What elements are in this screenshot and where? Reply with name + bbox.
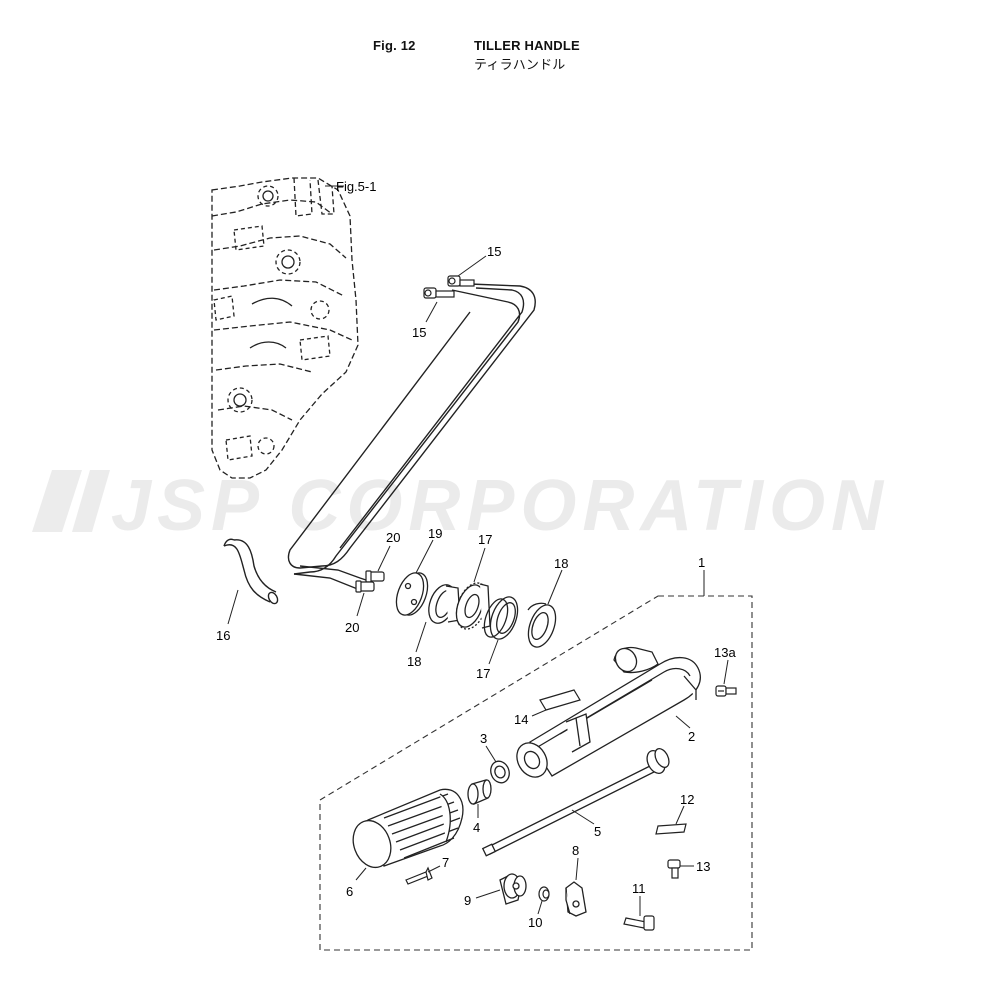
leader-line-9 [475, 889, 501, 899]
watermark-text: JSP CORPORATION [111, 466, 889, 546]
bushing-4 [467, 779, 492, 805]
key-12 [655, 823, 687, 835]
callout-7: 7 [442, 855, 449, 870]
leader-line-3 [485, 745, 497, 763]
watermark-logo-mark [32, 470, 110, 532]
cable-end-upper [447, 275, 475, 287]
callout-3: 3 [480, 731, 487, 746]
throttle-shaft-5 [481, 747, 670, 857]
leader-line-5 [571, 809, 595, 825]
callout-19: 19 [428, 526, 442, 541]
tiller-handle-arm-2 [516, 646, 701, 778]
leader-line-16 [227, 589, 239, 625]
callout-11: 11 [632, 881, 646, 896]
bolt-20-lower [355, 580, 375, 593]
callout-13: 13 [696, 859, 710, 874]
bushing-18-right [527, 602, 557, 648]
leader-line-15b [425, 301, 438, 323]
figure-number: Fig. 12 [373, 38, 416, 53]
callout-8: 8 [572, 843, 579, 858]
plate-19 [395, 572, 429, 616]
callout-1: 1 [698, 555, 705, 570]
screw-7 [405, 866, 433, 885]
callout-16: 16 [216, 628, 230, 643]
callout-17-upper: 17 [478, 532, 492, 547]
leader-line-8 [575, 857, 579, 881]
reference-label-fig5-1: Fig.5-1 [336, 179, 376, 194]
screw-13 [667, 859, 681, 879]
leader-line-20b [356, 592, 365, 617]
figure-title: TILLER HANDLE [474, 38, 580, 53]
callout-20-lower: 20 [345, 620, 359, 635]
callout-10: 10 [528, 915, 542, 930]
callout-15-lower: 15 [412, 325, 426, 340]
leader-line-15a [457, 255, 487, 277]
callout-12: 12 [680, 792, 694, 807]
callout-4: 4 [473, 820, 480, 835]
decal-14 [539, 689, 581, 711]
bracket-8 [565, 881, 587, 917]
callout-15-upper: 15 [487, 244, 501, 259]
leader-line-13a [723, 659, 729, 685]
leader-line-20a [377, 545, 391, 572]
ring-3 [490, 760, 510, 784]
callout-14: 14 [514, 712, 528, 727]
callout-9: 9 [464, 893, 471, 908]
spring-10 [538, 886, 550, 902]
screw-13a [715, 685, 737, 697]
callout-6: 6 [346, 884, 353, 899]
callout-13a: 13a [714, 645, 736, 660]
throttle-grip-6 [352, 788, 464, 869]
leader-line-17b [488, 639, 499, 665]
leader-line-10 [537, 900, 543, 915]
bolt-11 [623, 915, 655, 931]
pulley-9 [499, 873, 527, 905]
leader-line-19 [415, 539, 434, 574]
assembly-kit-outline [319, 595, 753, 951]
callout-20-upper: 20 [386, 530, 400, 545]
figure-title-japanese: ティラハンドル [474, 58, 566, 73]
leader-line-2 [675, 715, 691, 729]
cable-end-lower [423, 287, 455, 299]
callout-18-right: 18 [554, 556, 568, 571]
leader-line-12 [675, 805, 685, 825]
callout-18-left: 18 [407, 654, 421, 669]
callout-5: 5 [594, 824, 601, 839]
callout-17-lower: 17 [476, 666, 490, 681]
engine-block-reference [211, 177, 359, 479]
bushing-18-left [428, 584, 461, 624]
bolt-20-upper [365, 570, 385, 583]
leader-line-6 [355, 867, 367, 881]
gear-17-left [455, 582, 491, 630]
hose-16 [223, 538, 279, 605]
leader-line-18b [547, 569, 563, 605]
watermark: JSP CORPORATION [32, 466, 889, 546]
leader-line-18a [415, 621, 427, 653]
callout-2: 2 [688, 729, 695, 744]
ring-17-right [483, 596, 519, 640]
leader-line-14 [531, 709, 547, 717]
leader-line-17a [473, 547, 486, 583]
leader-line-7 [427, 865, 441, 873]
